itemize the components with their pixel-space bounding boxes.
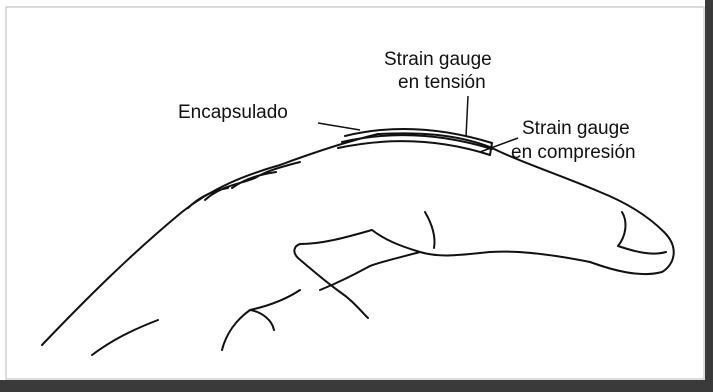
fingernail	[618, 212, 666, 254]
label-tension-line1: Strain gauge	[384, 49, 492, 70]
tension-leader	[466, 96, 468, 137]
finger-crease	[425, 212, 435, 248]
middle-finger	[294, 230, 372, 318]
finger-outline	[42, 133, 674, 345]
frame-shadow-bottom	[0, 380, 713, 392]
label-compression-line1: Strain gauge	[522, 118, 630, 139]
finger-underside	[370, 230, 590, 266]
encapsulado-leader	[318, 123, 360, 130]
knuckle-wrinkles	[188, 162, 300, 208]
frame-border	[6, 7, 704, 379]
label-encapsulado: Encapsulado	[178, 102, 288, 123]
label-tension-line2: en tensión	[398, 72, 486, 93]
label-compression-line2: en compresión	[511, 142, 636, 163]
palm-fingers	[92, 266, 370, 355]
frame-shadow-right	[705, 0, 713, 392]
